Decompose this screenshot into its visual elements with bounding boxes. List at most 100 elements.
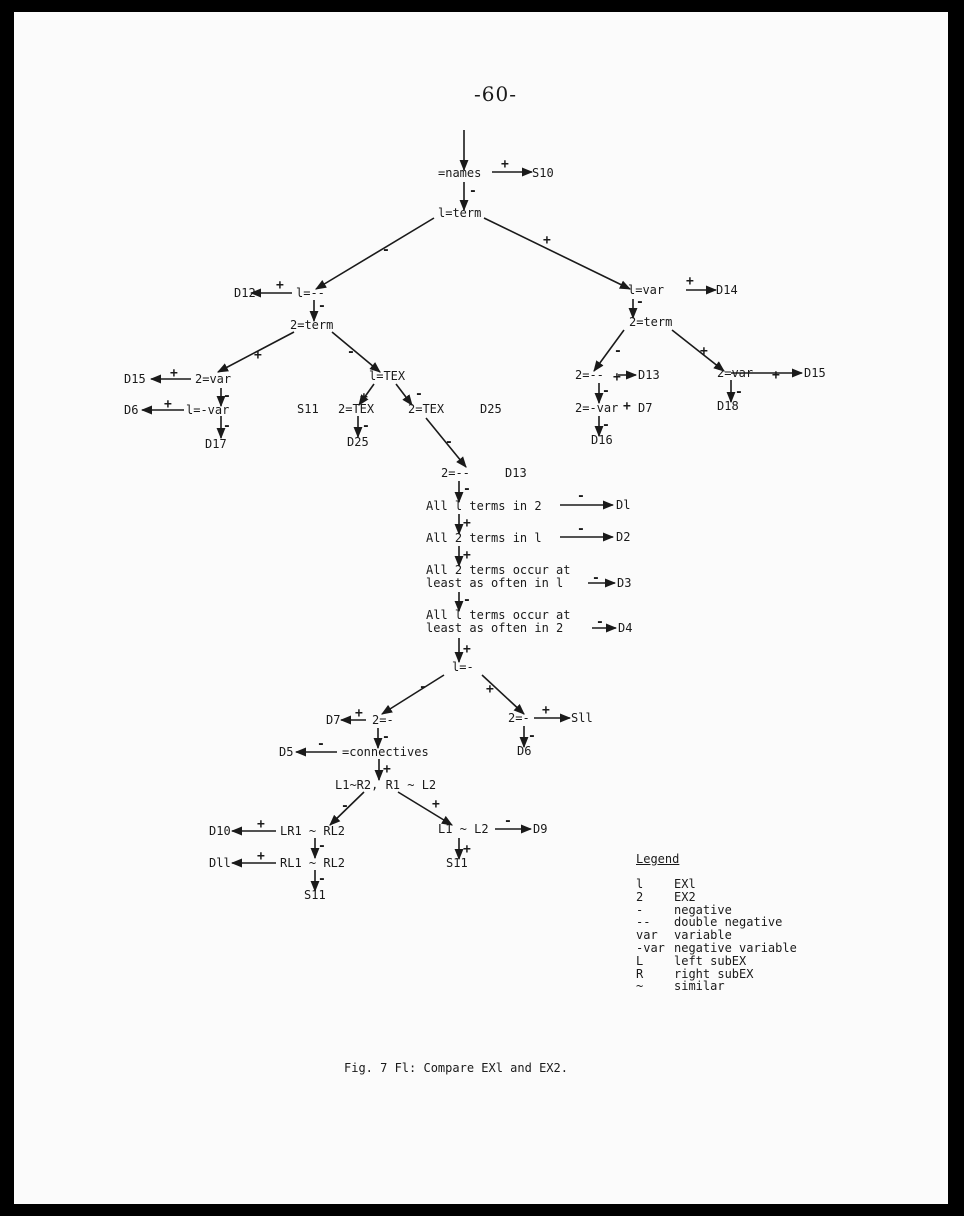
- connector-arrow: [593, 329, 625, 372]
- node-d4: D4: [618, 621, 632, 635]
- node-d3: D3: [617, 576, 631, 590]
- legend-value: EXl: [674, 877, 696, 891]
- minus-sign: -: [596, 615, 604, 630]
- minus-sign: -: [318, 872, 326, 887]
- node-tex2-b: 2=TEX: [408, 402, 445, 416]
- node-s10: S10: [532, 166, 554, 180]
- minus-sign: -: [528, 729, 536, 744]
- minus-sign: -: [602, 418, 610, 433]
- connector-arrow: [329, 791, 365, 826]
- minus-sign: -: [592, 571, 600, 586]
- minus-sign: -: [577, 522, 585, 537]
- minus-sign: -: [382, 730, 390, 745]
- legend-key: 2: [636, 889, 644, 904]
- node-tex1: l=TEX: [369, 369, 406, 383]
- node-var2-left: 2=var: [195, 372, 231, 386]
- node-negvar1: l=-var: [186, 403, 229, 417]
- node-s11-a: S11: [297, 402, 319, 416]
- figure-caption: Fig. 7 Fl: Compare EXl and EX2.: [344, 1061, 568, 1075]
- legend-value: similar: [674, 979, 725, 994]
- node-rlrl: RL1 ~ RL2: [280, 856, 345, 870]
- node-var1: l=var: [628, 283, 664, 297]
- node-l1l2: L1 ~ L2: [438, 822, 489, 836]
- connector-arrow: [483, 217, 632, 290]
- plus-sign: +: [463, 842, 471, 857]
- minus-sign: -: [735, 385, 743, 400]
- node-d16: D16: [591, 433, 613, 447]
- plus-sign: +: [432, 797, 440, 812]
- minus-sign: -: [602, 384, 610, 399]
- plus-sign: +: [276, 278, 284, 293]
- node-d7-left: D7: [326, 713, 340, 727]
- legend-key: --: [636, 915, 651, 930]
- minus-sign: -: [469, 184, 477, 199]
- minus-sign: -: [341, 799, 349, 814]
- connector-arrow: [217, 331, 295, 373]
- legend-row: l EXl: [636, 878, 797, 891]
- legend-value: left subEX: [674, 953, 747, 968]
- plus-sign: +: [360, 390, 368, 405]
- plus-sign: +: [486, 682, 494, 697]
- node-neg1: l=-: [452, 660, 474, 674]
- connector-arrow: [358, 383, 375, 406]
- plus-sign: +: [257, 849, 265, 864]
- decision-flow-diagram: +--++-+-+-+-+-+----++-+-+---+-+---+-++-+…: [124, 130, 826, 902]
- node-lrrl: LR1 ~ RL2: [280, 824, 345, 838]
- connector-arrow: [397, 791, 453, 826]
- node-d13-right: D13: [638, 368, 660, 382]
- node-dneg1: l=--: [296, 286, 325, 300]
- plus-sign: +: [383, 762, 391, 777]
- node-occur1-line2: least as often in 2: [426, 621, 563, 635]
- minus-sign: -: [362, 419, 370, 434]
- node-d10: D10: [209, 824, 231, 838]
- node-all1in2: All l terms in 2: [426, 499, 542, 513]
- plus-sign: +: [254, 348, 262, 363]
- node-term2-right: 2=term: [629, 315, 672, 329]
- legend-value: negative variable: [674, 940, 797, 955]
- node-d6-left: D6: [124, 403, 138, 417]
- node-d25-b: D25: [480, 402, 502, 416]
- plus-sign: +: [700, 344, 708, 359]
- node-connectives: =connectives: [342, 745, 429, 759]
- node-lr-pair: L1~R2, R1 ~ L2: [335, 778, 436, 792]
- plus-sign: +: [463, 642, 471, 657]
- node-s11-b: Sll: [571, 711, 593, 725]
- legend-value: right subEX: [674, 966, 754, 981]
- node-d17: D17: [205, 437, 227, 451]
- plus-sign: +: [501, 157, 509, 172]
- node-s11-c: S11: [304, 888, 326, 902]
- node-d9: D9: [533, 822, 547, 836]
- page-number: -60-: [474, 82, 517, 106]
- legend-key: l: [636, 877, 644, 891]
- plus-sign: +: [772, 368, 780, 383]
- node-var2-right: 2=var: [717, 366, 753, 380]
- node-neg2-left: 2=-: [372, 713, 394, 727]
- document-page: -60- +--++-+-+-+-+-+----++-+-+---+-+---+…: [14, 12, 948, 1204]
- minus-sign: -: [382, 243, 390, 258]
- legend-row: -var negative variable: [636, 942, 797, 955]
- connector-arrow: [315, 217, 435, 290]
- node-d25-a: D25: [347, 435, 369, 449]
- legend-key: -var: [636, 940, 665, 955]
- minus-sign: -: [318, 839, 326, 854]
- node-d15-right: D15: [804, 366, 826, 380]
- node-dneg2-mid: 2=--: [441, 466, 470, 480]
- node-names: =names: [438, 166, 481, 180]
- legend-value: variable: [674, 928, 732, 943]
- plus-sign: +: [463, 548, 471, 563]
- plus-sign: +: [686, 274, 694, 289]
- node-occur2-line1: All 2 terms occur at: [426, 563, 571, 577]
- node-dneg2-right: 2=--: [575, 368, 604, 382]
- legend-row: -negative: [636, 903, 797, 917]
- legend-key: ~: [636, 979, 644, 994]
- connector-arrow: [381, 674, 445, 715]
- legend-value: double negative: [674, 915, 783, 930]
- minus-sign: -: [223, 389, 231, 404]
- node-term1: l=term: [438, 206, 481, 220]
- connector-arrow: [395, 383, 413, 406]
- node-term2-left: 2=term: [290, 318, 333, 332]
- node-occur1-line1: All l terms occur at: [426, 608, 571, 622]
